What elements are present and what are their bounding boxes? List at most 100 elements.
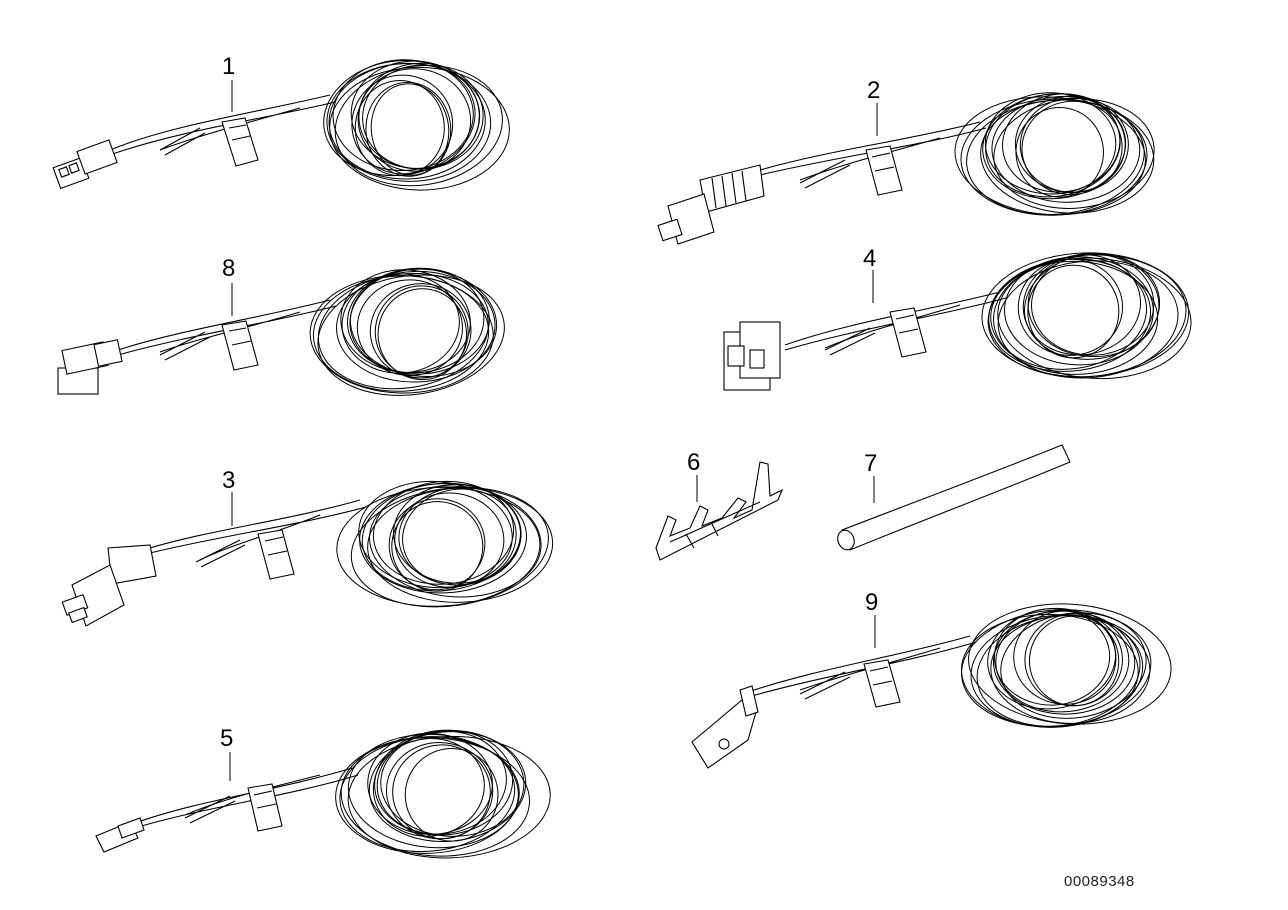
connector-plug-icon (95, 817, 145, 853)
cable-clip-icon (221, 320, 259, 371)
connector-plug-icon (57, 339, 123, 395)
coil-loop (968, 603, 1172, 725)
callout-label-4: 4 (863, 245, 876, 272)
cable-clip-icon (863, 659, 901, 708)
coil-loop (323, 59, 476, 177)
coil-loop (980, 99, 1155, 214)
terminal-wires (159, 127, 206, 156)
coil-loop (1021, 100, 1123, 196)
terminal-wires (824, 327, 876, 356)
coil-loop (990, 614, 1151, 724)
callout-label-6: 6 (687, 449, 700, 476)
coil-loop (1002, 93, 1121, 193)
coil-loop (340, 737, 531, 857)
callout-label-9: 9 (865, 589, 878, 616)
coil-loop (370, 83, 450, 176)
connector-plug-icon (691, 685, 759, 769)
wiring-harness-coil-icon (960, 603, 1172, 728)
harness-part-4[interactable]: 4 (723, 245, 1195, 391)
sleeve-tube-icon (837, 444, 1071, 551)
coil-loop (351, 74, 454, 175)
coil-loop (984, 92, 1117, 195)
wiring-harness-coil-icon (954, 92, 1155, 216)
harness-part-5[interactable]: 5 (95, 723, 552, 862)
wiring-harness-coil-icon (336, 480, 554, 608)
terminal-wires (195, 539, 246, 568)
wire-bundle (137, 767, 359, 828)
coil-loop (1003, 256, 1154, 366)
wiring-harness-coil-icon (323, 59, 510, 191)
coil-loop (349, 268, 498, 378)
coil-loop (982, 93, 1127, 200)
part-7[interactable]: 7 (835, 444, 1071, 552)
coil-loop (398, 486, 522, 586)
wiring-harness-coil-icon (981, 252, 1192, 380)
coil-loop (357, 68, 472, 172)
coil-loop (336, 486, 541, 607)
coil-loop (358, 62, 484, 170)
callout-label-2: 2 (867, 77, 880, 104)
coil-loop (997, 260, 1179, 379)
coil-loop (334, 64, 503, 187)
harness-part-9[interactable]: 9 (691, 589, 1175, 769)
wire-bundle (747, 635, 977, 698)
cable-clip-icon (257, 529, 295, 580)
coil-loop (347, 735, 551, 859)
cable-clip-icon (865, 145, 903, 196)
cable-clip-icon (247, 783, 283, 832)
coil-loop (317, 272, 489, 390)
cable-clip-icon (889, 307, 927, 358)
coil-loop (329, 66, 510, 191)
terminal-wires (799, 671, 851, 700)
coil-loop (988, 258, 1152, 372)
callout-label-8: 8 (222, 255, 235, 282)
coil-loop (991, 95, 1141, 203)
coil-loop (326, 62, 492, 182)
coil-loop (367, 487, 554, 603)
coil-loop (350, 486, 549, 608)
coil-loop (981, 252, 1190, 378)
coil-loop (377, 288, 468, 381)
connector-plug-icon (52, 139, 118, 190)
coil-loop (317, 274, 505, 396)
coil-loop (374, 729, 514, 836)
wiring-harness-coil-icon (309, 267, 505, 396)
coil-loop (392, 744, 491, 840)
coil-loop (1027, 252, 1160, 358)
harness-part-8[interactable]: 8 (57, 255, 512, 407)
document-number: 00089348 (1064, 873, 1135, 890)
coil-loop (990, 260, 1159, 375)
coil-loop (347, 733, 519, 849)
coil-loop (1014, 95, 1129, 194)
coil-loop (388, 498, 486, 591)
cable-clip-icon (221, 117, 259, 167)
harness-part-1[interactable]: 1 (52, 51, 510, 196)
harness-part-3[interactable]: 3 (61, 467, 556, 627)
coil-loop (359, 483, 528, 594)
coil-loop (992, 610, 1136, 715)
callout-label-3: 3 (222, 467, 235, 494)
coil-loop (358, 480, 513, 589)
harness-part-2[interactable]: 2 (657, 77, 1159, 245)
callout-label-1: 1 (222, 53, 235, 80)
coil-loop (385, 742, 494, 840)
coil-loop (997, 257, 1192, 380)
connector-plug-icon (723, 321, 781, 391)
coil-loop (309, 275, 494, 394)
coil-loop (404, 748, 499, 842)
wiring-harness-coil-icon (335, 729, 551, 859)
coil-loop (335, 736, 520, 854)
coil-loop (336, 270, 496, 383)
coil-loop (954, 96, 1146, 216)
terminal-wires (799, 159, 851, 189)
coil-loop (361, 482, 521, 592)
coil-loop (1024, 613, 1123, 707)
connector-plug-icon (657, 164, 765, 245)
coil-loop (987, 607, 1117, 710)
terminal-wires (159, 331, 211, 361)
part-6[interactable]: 6 (655, 449, 784, 561)
callout-label-5: 5 (220, 725, 233, 752)
wire-bundle (149, 499, 367, 561)
coil-loop (354, 79, 445, 177)
